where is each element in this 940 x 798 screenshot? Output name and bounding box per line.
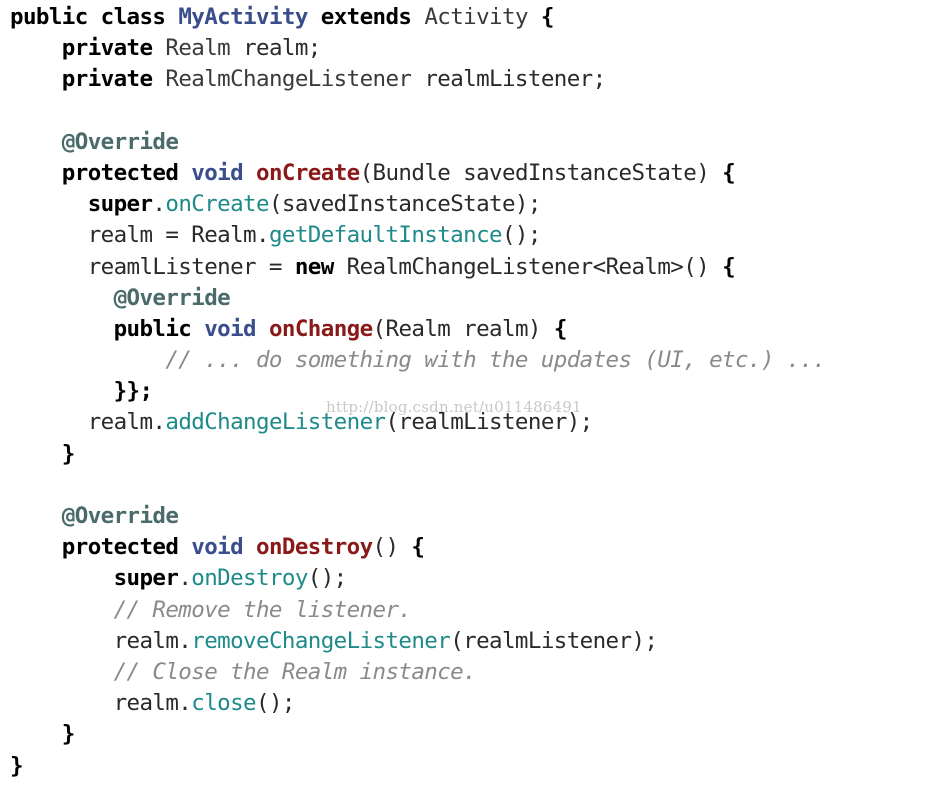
code-line-15: } xyxy=(61,440,76,467)
code-line-9: reamlListener = new RealmChangeListener<… xyxy=(87,253,736,280)
code-line-16 xyxy=(10,470,826,501)
code-line-10: @Override xyxy=(113,284,231,311)
code-line-2: private Realm realm; xyxy=(61,35,322,62)
code-line-8: realm = Realm.getDefaultInstance(); xyxy=(87,222,542,249)
code-line-22: // Close the Realm instance. xyxy=(113,658,477,685)
code-block: public class MyActivity extends Activity… xyxy=(10,2,826,782)
code-line-13: }}; xyxy=(113,378,153,405)
code-line-12: // ... do something with the updates (UI… xyxy=(165,347,826,374)
code-line-25: } xyxy=(10,752,24,779)
code-line-6: protected void onCreate(Bundle savedInst… xyxy=(61,159,736,186)
code-line-3: private RealmChangeListener realmListene… xyxy=(61,66,606,93)
code-line-17: @Override xyxy=(61,503,179,529)
code-line-14: realm.addChangeListener(realmListener); xyxy=(87,409,594,436)
watermark-url: http://blog.csdn.net/u011486491 xyxy=(326,398,582,416)
code-line-1: public class MyActivity extends Activity… xyxy=(10,4,554,30)
code-line-20: // Remove the listener. xyxy=(113,596,412,623)
code-line-7: super.onCreate(savedInstanceState); xyxy=(87,191,542,218)
code-line-11: public void onChange(Realm realm) { xyxy=(113,315,568,342)
code-line-23: realm.close(); xyxy=(113,690,296,717)
code-line-21: realm.removeChangeListener(realmListener… xyxy=(113,627,658,654)
code-line-19: super.onDestroy(); xyxy=(113,565,348,592)
code-line-24: } xyxy=(61,721,76,748)
code-line-4 xyxy=(10,96,826,127)
code-line-5: @Override xyxy=(61,128,179,155)
code-line-18: protected void onDestroy() { xyxy=(61,534,425,561)
